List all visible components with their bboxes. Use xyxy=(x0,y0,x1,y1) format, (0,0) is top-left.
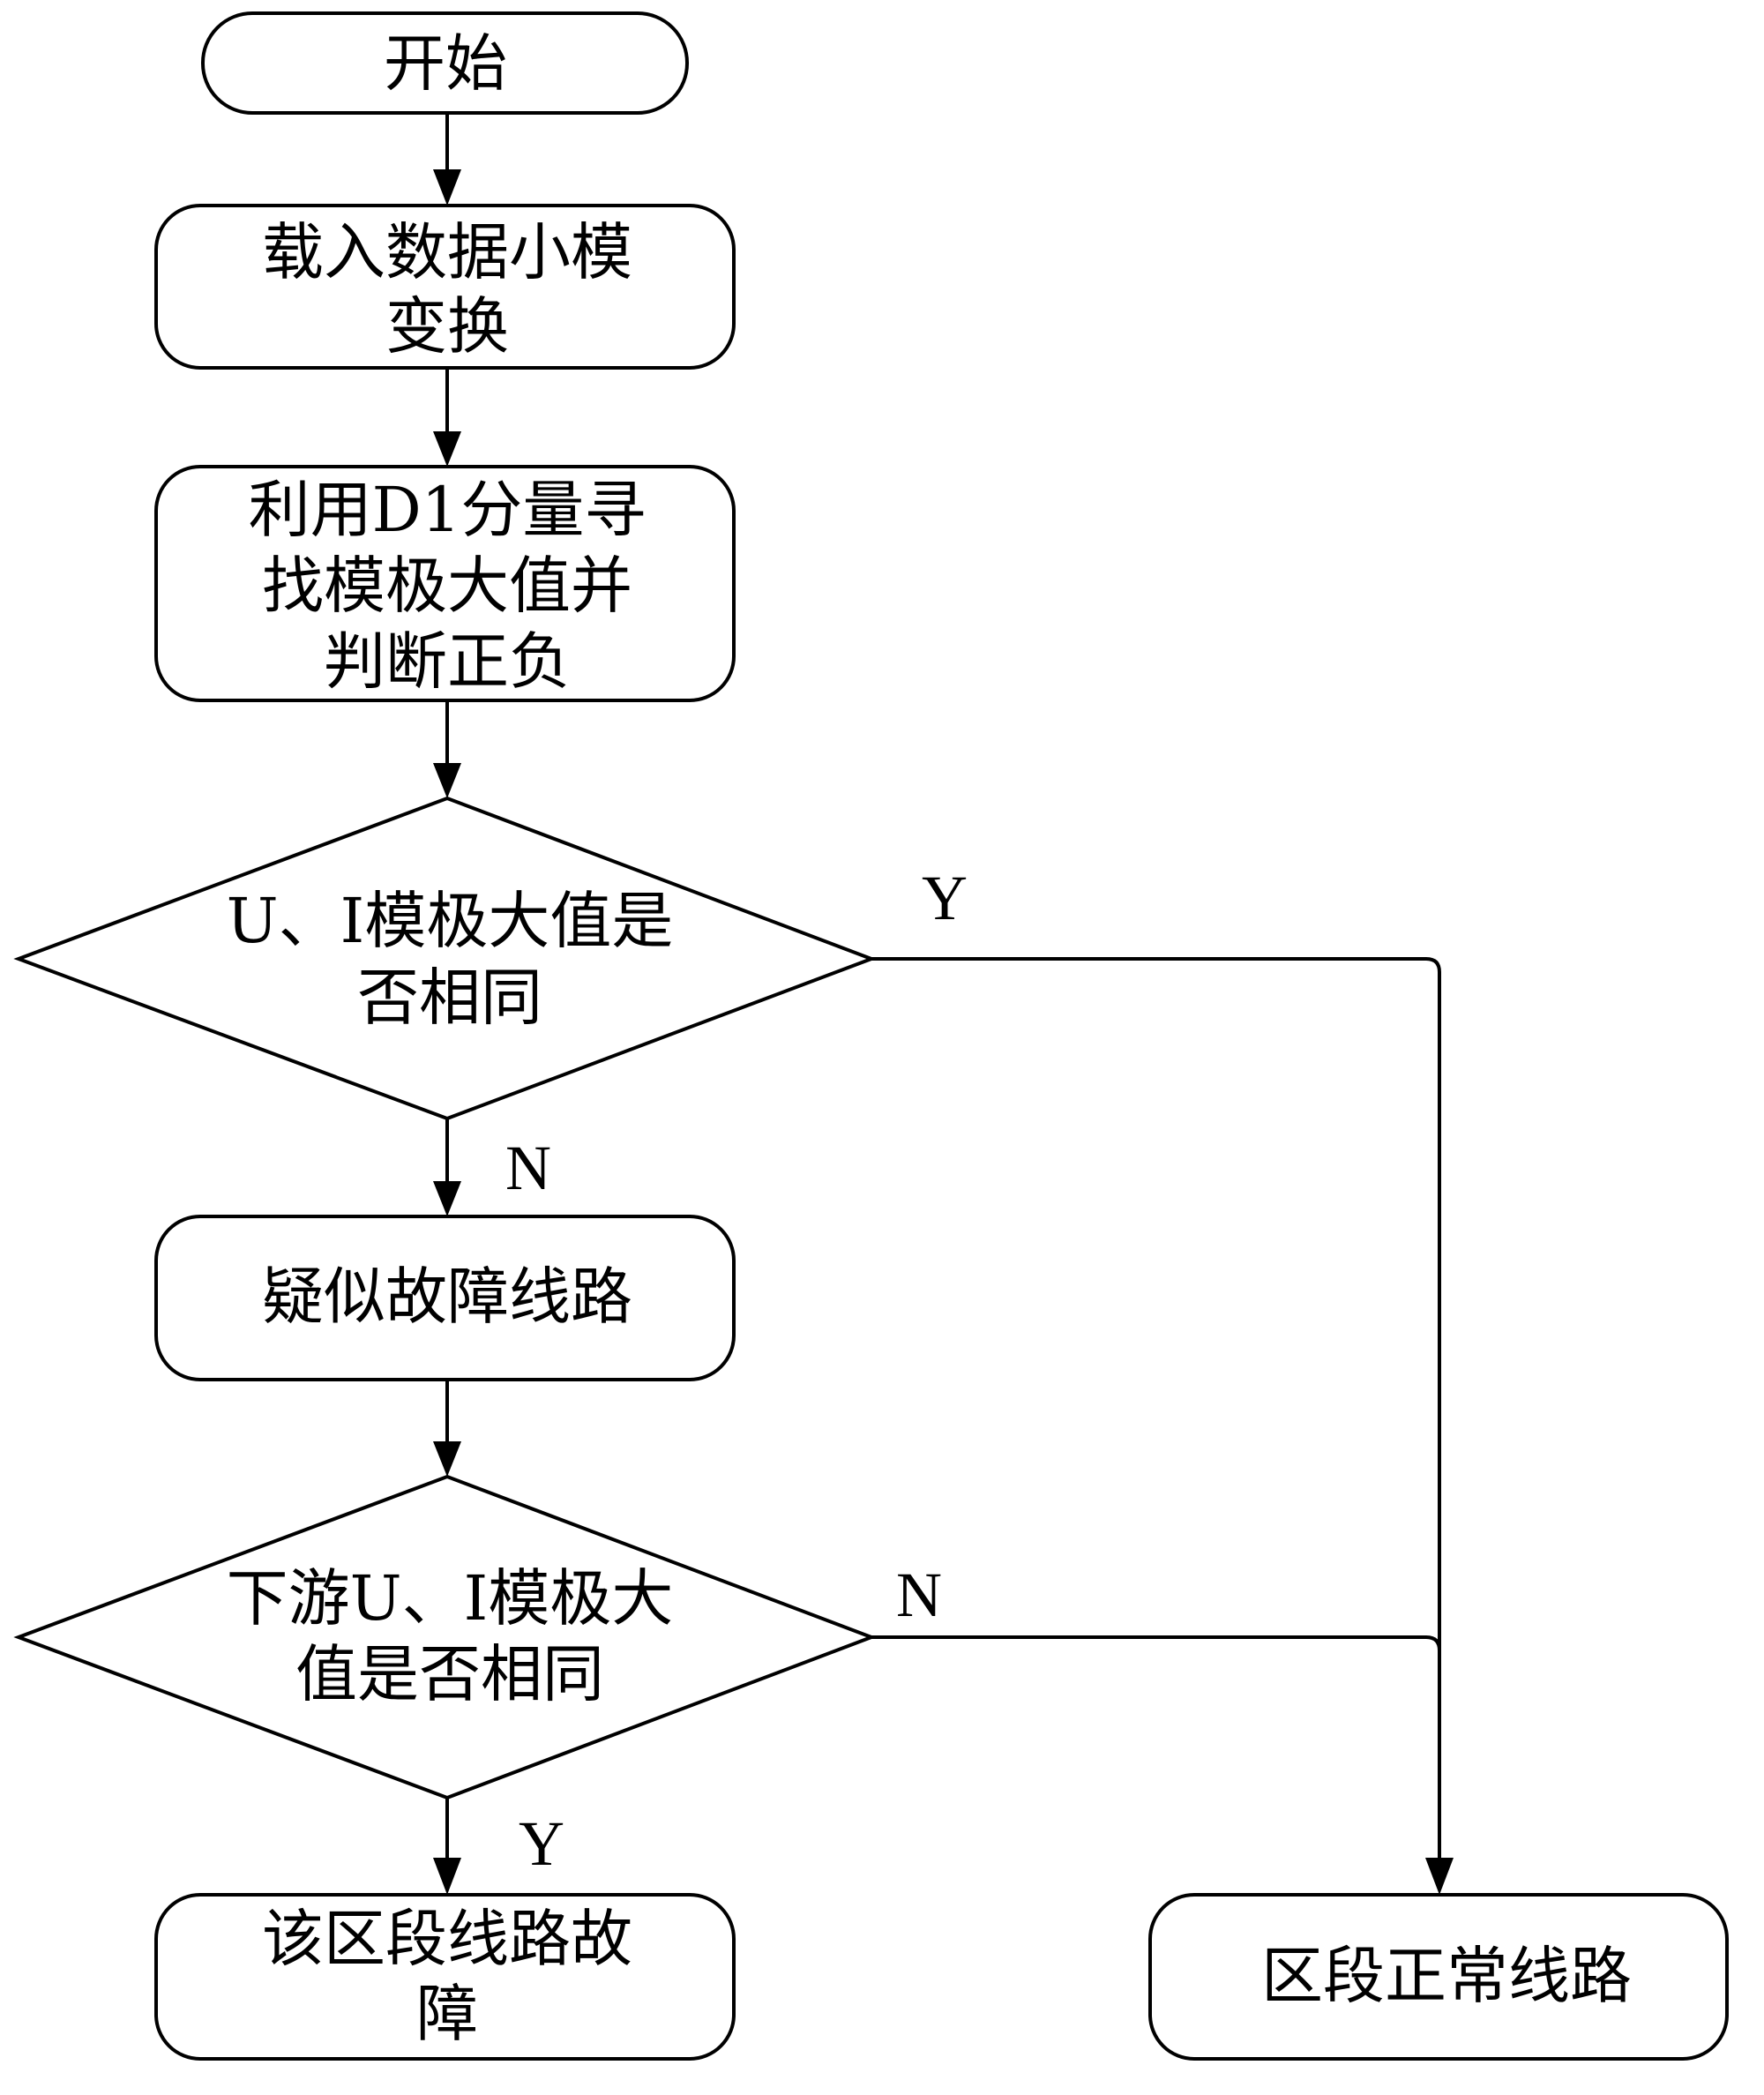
decision1-no-label: N xyxy=(505,1133,551,1203)
suspect-node-text: 疑似故障线路 xyxy=(262,1261,632,1333)
decision2-node: 下游U、I模极大 值是否相同 xyxy=(13,1474,877,1800)
load-node-text-2: 变换 xyxy=(385,290,509,363)
decision2-yes-label: Y xyxy=(519,1808,564,1879)
arrow-load-to-find xyxy=(433,368,461,467)
load-node-text-1: 载入数据小模 xyxy=(262,216,632,288)
edge-decision1-yes: Y xyxy=(871,863,1454,1895)
normal-node-text: 区段正常线路 xyxy=(1261,1940,1632,2012)
find-node-text-1: 利用D1分量寻 xyxy=(249,474,647,546)
start-node: 开始 xyxy=(201,11,689,115)
decision1-text-2: 否相同 xyxy=(357,961,542,1034)
find-node: 利用D1分量寻 找模极大值并 判断正负 xyxy=(154,465,736,702)
fault-node-text-2: 障 xyxy=(416,1978,478,2050)
load-node: 载入数据小模 变换 xyxy=(154,204,736,370)
edge-decision1-no: N xyxy=(433,1119,551,1216)
decision2-no-label: N xyxy=(896,1560,942,1630)
arrow-suspect-to-decision2 xyxy=(433,1380,461,1477)
decision1-text-1: U、I模极大值是 xyxy=(227,885,674,957)
decision1-node: U、I模极大值是 否相同 xyxy=(13,796,877,1121)
decision2-text-2: 值是否相同 xyxy=(295,1638,604,1710)
decision2-text-1: 下游U、I模极大 xyxy=(227,1562,674,1635)
edge-decision2-yes: Y xyxy=(433,1798,564,1895)
suspect-node: 疑似故障线路 xyxy=(154,1215,736,1381)
arrow-find-to-decision1 xyxy=(433,700,461,798)
edge-decision2-no: N xyxy=(871,1560,1441,1651)
find-node-text-2: 找模极大值并 xyxy=(262,550,632,622)
arrow-start-to-load xyxy=(433,113,461,206)
normal-node: 区段正常线路 xyxy=(1148,1893,1729,2061)
find-node-text-3: 判断正负 xyxy=(324,625,571,698)
start-node-text: 开始 xyxy=(384,27,507,100)
fault-node: 该区段线路故 障 xyxy=(154,1893,736,2061)
decision1-yes-label: Y xyxy=(922,863,968,933)
fault-node-text-1: 该区段线路故 xyxy=(262,1903,632,1975)
